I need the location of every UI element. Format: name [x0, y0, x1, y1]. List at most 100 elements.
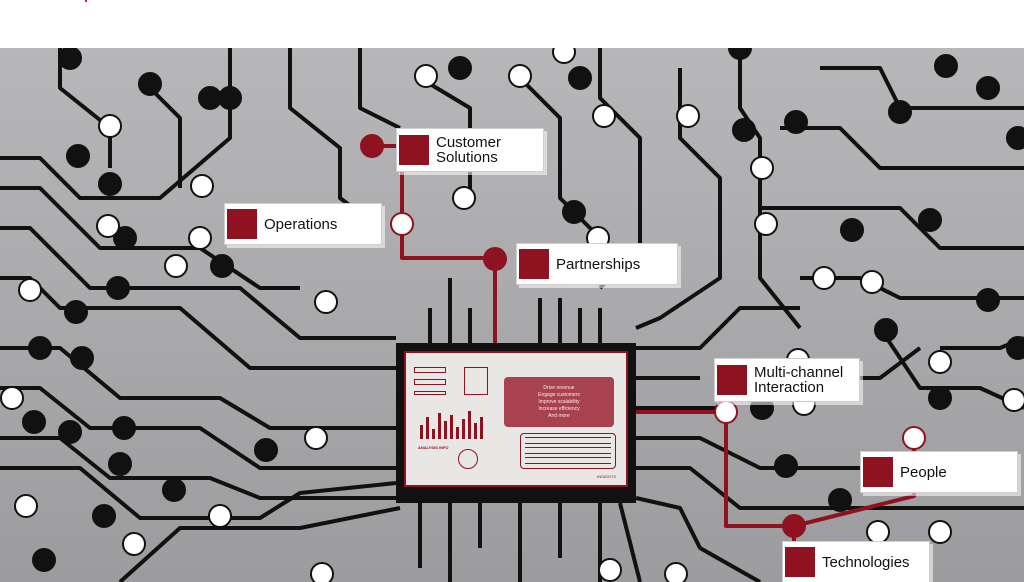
- circuit-trace: [636, 466, 1024, 510]
- white-node: [508, 64, 532, 88]
- circuit-trace: [0, 98, 232, 200]
- red-square-icon: [863, 457, 893, 487]
- label-text: Technologies: [822, 553, 910, 571]
- chip-bar: [456, 427, 459, 439]
- benefit-item: Improve scalability: [538, 398, 580, 405]
- red-node: [782, 514, 806, 538]
- black-node: [113, 226, 137, 250]
- white-node: [928, 520, 952, 544]
- circuit-trace: [635, 68, 722, 330]
- black-node: [98, 172, 122, 196]
- red-node: [360, 134, 384, 158]
- red-outlined-node: [390, 212, 414, 236]
- white-node: [304, 426, 328, 450]
- central-chip: Drive revenue Engage customers Improve s…: [396, 343, 636, 503]
- label-technologies: Technologies: [782, 541, 930, 582]
- benefit-item: Engage customers: [538, 391, 580, 398]
- circuit-trace: [358, 48, 401, 130]
- label-text: Customer Solutions: [436, 134, 502, 166]
- analysis-label: ANALYSIS INFO: [418, 445, 449, 450]
- label-text: People: [900, 463, 947, 481]
- keyboard-icon: [520, 433, 616, 469]
- circuit-trace: [0, 276, 396, 370]
- black-node: [92, 504, 116, 528]
- black-node: [108, 452, 132, 476]
- white-node: [414, 64, 438, 88]
- black-node: [448, 56, 472, 80]
- chip-bar-chart: [418, 409, 488, 439]
- chip-bar: [462, 419, 465, 439]
- black-node: [976, 76, 1000, 100]
- black-node: [58, 420, 82, 444]
- black-node: [888, 100, 912, 124]
- chip-widget: [414, 379, 446, 385]
- white-node: [750, 156, 774, 180]
- white-node: [18, 278, 42, 302]
- white-node: [1002, 388, 1024, 412]
- white-node: [188, 226, 212, 250]
- chip-bar: [444, 421, 447, 439]
- red-square-icon: [399, 135, 429, 165]
- black-node: [934, 54, 958, 78]
- black-node: [162, 478, 186, 502]
- black-node: [828, 488, 852, 512]
- brand-label: INSIGHTS: [597, 474, 616, 479]
- circuit-traces: [0, 48, 1024, 582]
- chip-bar: [480, 417, 483, 439]
- white-node: [0, 386, 24, 410]
- circuit-trace: [636, 436, 900, 470]
- white-node: [866, 520, 890, 544]
- black-node: [198, 86, 222, 110]
- label-text: Multi-channel Interaction: [754, 364, 844, 396]
- black-node: [210, 254, 234, 278]
- black-node: [32, 548, 56, 572]
- black-node: [918, 208, 942, 232]
- circuit-trace: [635, 496, 761, 582]
- label-customer-solutions: Customer Solutions: [396, 128, 544, 172]
- label-text: Operations: [264, 215, 338, 233]
- white-node: [98, 114, 122, 138]
- red-square-icon: [227, 209, 257, 239]
- keyboard-row: [525, 457, 611, 464]
- chip-bar: [426, 417, 429, 439]
- label-partnerships: Partnerships: [516, 243, 678, 285]
- white-node: [314, 290, 338, 314]
- circuit-trace: [58, 48, 112, 168]
- white-node: [164, 254, 188, 278]
- black-node: [976, 288, 1000, 312]
- circuit-trace: [636, 306, 800, 350]
- circuit-trace: [0, 386, 396, 470]
- chip-bar: [438, 413, 441, 439]
- top-dot: [85, 0, 87, 2]
- black-node: [58, 48, 82, 70]
- label-operations: Operations: [224, 203, 382, 245]
- chip-bar: [420, 425, 423, 439]
- black-node: [254, 438, 278, 462]
- black-node: [732, 118, 756, 142]
- black-node: [1006, 336, 1024, 360]
- chip-widget: [414, 391, 446, 395]
- black-node: [70, 346, 94, 370]
- black-node: [22, 410, 46, 434]
- white-node: [860, 270, 884, 294]
- benefit-item: And more: [548, 412, 570, 419]
- white-node: [928, 350, 952, 374]
- black-node: [840, 218, 864, 242]
- circuit-trace: [0, 436, 396, 500]
- white-node: [592, 104, 616, 128]
- circuit-trace: [118, 506, 401, 582]
- circuit-trace: [780, 126, 1024, 170]
- white-node: [310, 562, 334, 582]
- black-node: [138, 72, 162, 96]
- white-node: [452, 186, 476, 210]
- black-node: [928, 386, 952, 410]
- keyboard-row: [525, 447, 611, 454]
- black-node: [64, 300, 88, 324]
- black-node: [562, 200, 586, 224]
- red-node: [483, 247, 507, 271]
- black-node: [218, 86, 242, 110]
- label-text: Partnerships: [556, 255, 641, 273]
- chip-bar: [450, 415, 453, 439]
- black-node: [874, 318, 898, 342]
- keyboard-row: [525, 437, 611, 444]
